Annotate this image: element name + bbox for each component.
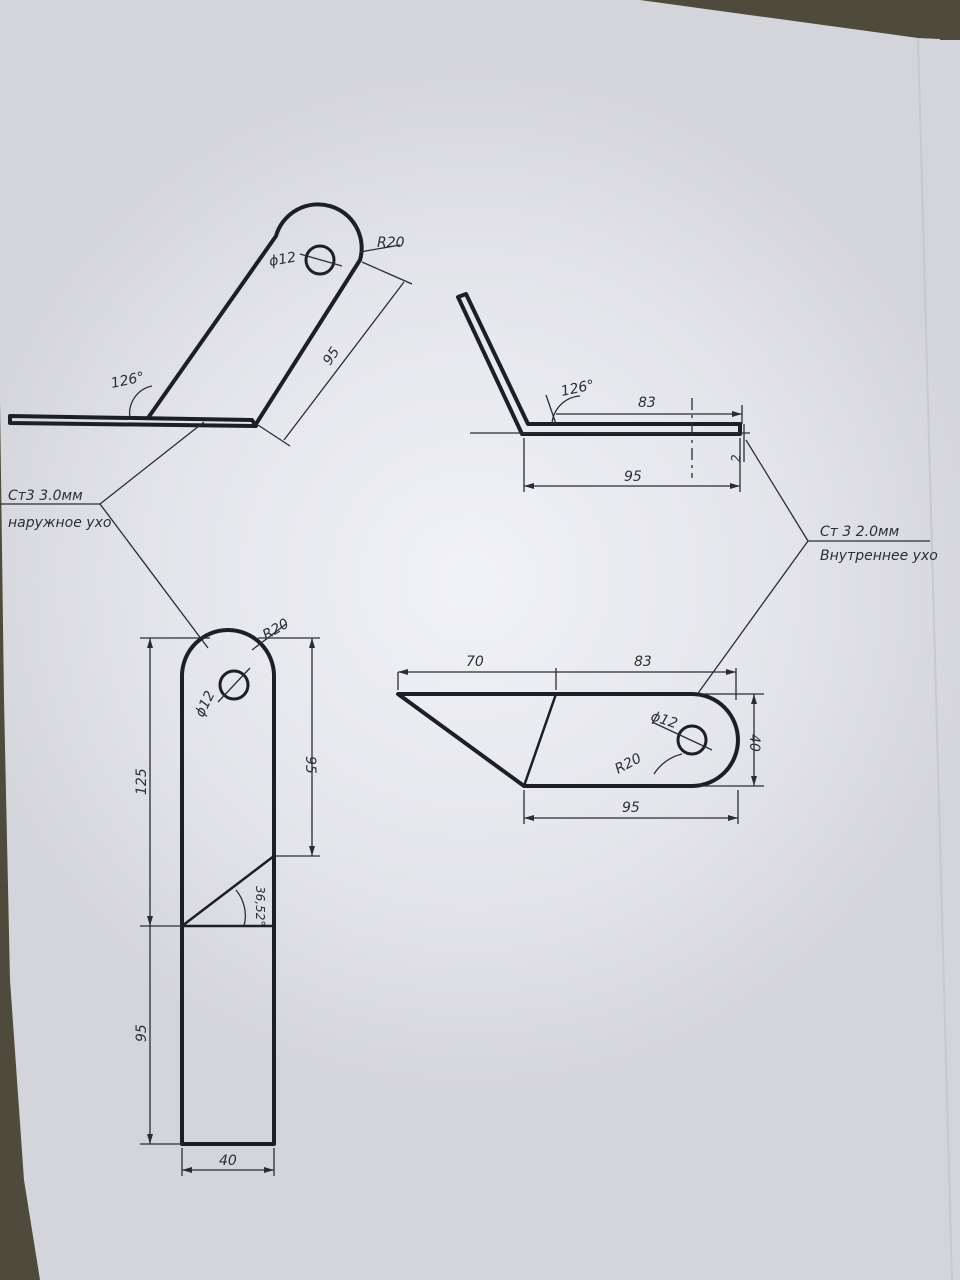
outer-flat-height-bottom-label: 95 [134,1024,150,1042]
dimension-arrowheads [147,411,757,1173]
outer-side-angle-label: 126° [110,369,146,392]
outer-ear-hole [304,244,336,276]
inner-ear-flat-outline [396,692,740,788]
outer-side-hole-label: ϕ12 [268,249,298,269]
outer-ear-flat-outline [180,628,276,1146]
outer-side-radius-label: R20 [377,235,405,251]
inner-name-label: Внутреннее ухо [820,548,938,564]
inner-side-angle-label: 126° [560,377,596,400]
outer-flat-width-label: 40 [219,1153,237,1169]
outer-ear-flat-hole [218,669,250,701]
inner-side-length-top-label: 83 [638,395,656,411]
inner-flat-hole-label: ϕ12 [649,709,680,733]
inner-ear-flat-hole [676,724,708,756]
table-surface [940,0,960,40]
sheet-edge [917,37,953,1280]
outer-name-label: наружное ухо [8,515,111,531]
inner-flat-length-right-label: 83 [634,654,652,670]
outer-flat-angle-label: 36,52° [253,886,267,926]
inner-material-label: Ст 3 2.0мм [820,524,900,540]
outer-material-label: Ст3 3.0мм [8,488,83,504]
outer-ear-bent-tab [146,202,364,426]
inner-flat-length-left-label: 70 [466,654,484,670]
outer-flat-height-top-label: 95 [302,756,318,774]
outer-ear-base-plate [8,414,258,428]
outer-ear-callout: Ст3 3.0мм наружное ухо [8,488,209,649]
inner-ear-callout: Ст 3 2.0мм Внутреннее ухо [695,439,938,697]
inner-ear-flat-pattern: ϕ12 R20 70 83 40 95 [396,654,764,824]
inner-flat-height-label: 40 [746,734,762,752]
inner-side-length-bottom-label: 95 [624,469,642,485]
outer-flat-height-total-label: 125 [134,768,150,795]
inner-ear-side-view: 126° 83 95 2 [456,292,750,492]
inner-flat-length-bottom-label: 95 [622,800,640,816]
inner-ear-profile [456,292,742,436]
inner-side-thickness-label: 2 [729,454,743,462]
